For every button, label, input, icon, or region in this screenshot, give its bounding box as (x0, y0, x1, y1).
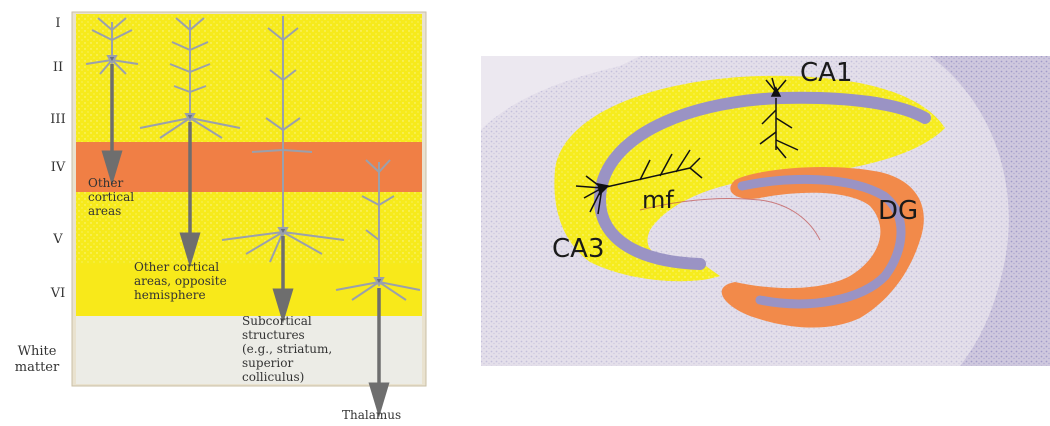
layer-label-III: III (42, 112, 74, 127)
label-dg: DG (878, 196, 918, 226)
label-ca1: CA1 (800, 58, 852, 88)
projection-thalamus: Thalamus (342, 408, 401, 422)
label-mf: mf (642, 186, 674, 214)
hippocampus-panel (481, 56, 1050, 366)
layer-label-II: II (46, 60, 70, 75)
projection-other-cortical: Other cortical areas (88, 176, 134, 218)
layer-VI-band (76, 264, 422, 316)
layer-label-VI: VI (42, 286, 74, 301)
label-ca3: CA3 (552, 234, 604, 264)
projection-subcortical: Subcortical structures (e.g., striatum, … (242, 314, 332, 384)
projection-opposite-hemisphere: Other cortical areas, opposite hemispher… (134, 260, 227, 302)
layer-label-IV: IV (42, 160, 74, 175)
layer-label-I: I (46, 16, 70, 31)
layer-label-V: V (46, 232, 70, 247)
white-matter-label: White matter (4, 344, 70, 376)
